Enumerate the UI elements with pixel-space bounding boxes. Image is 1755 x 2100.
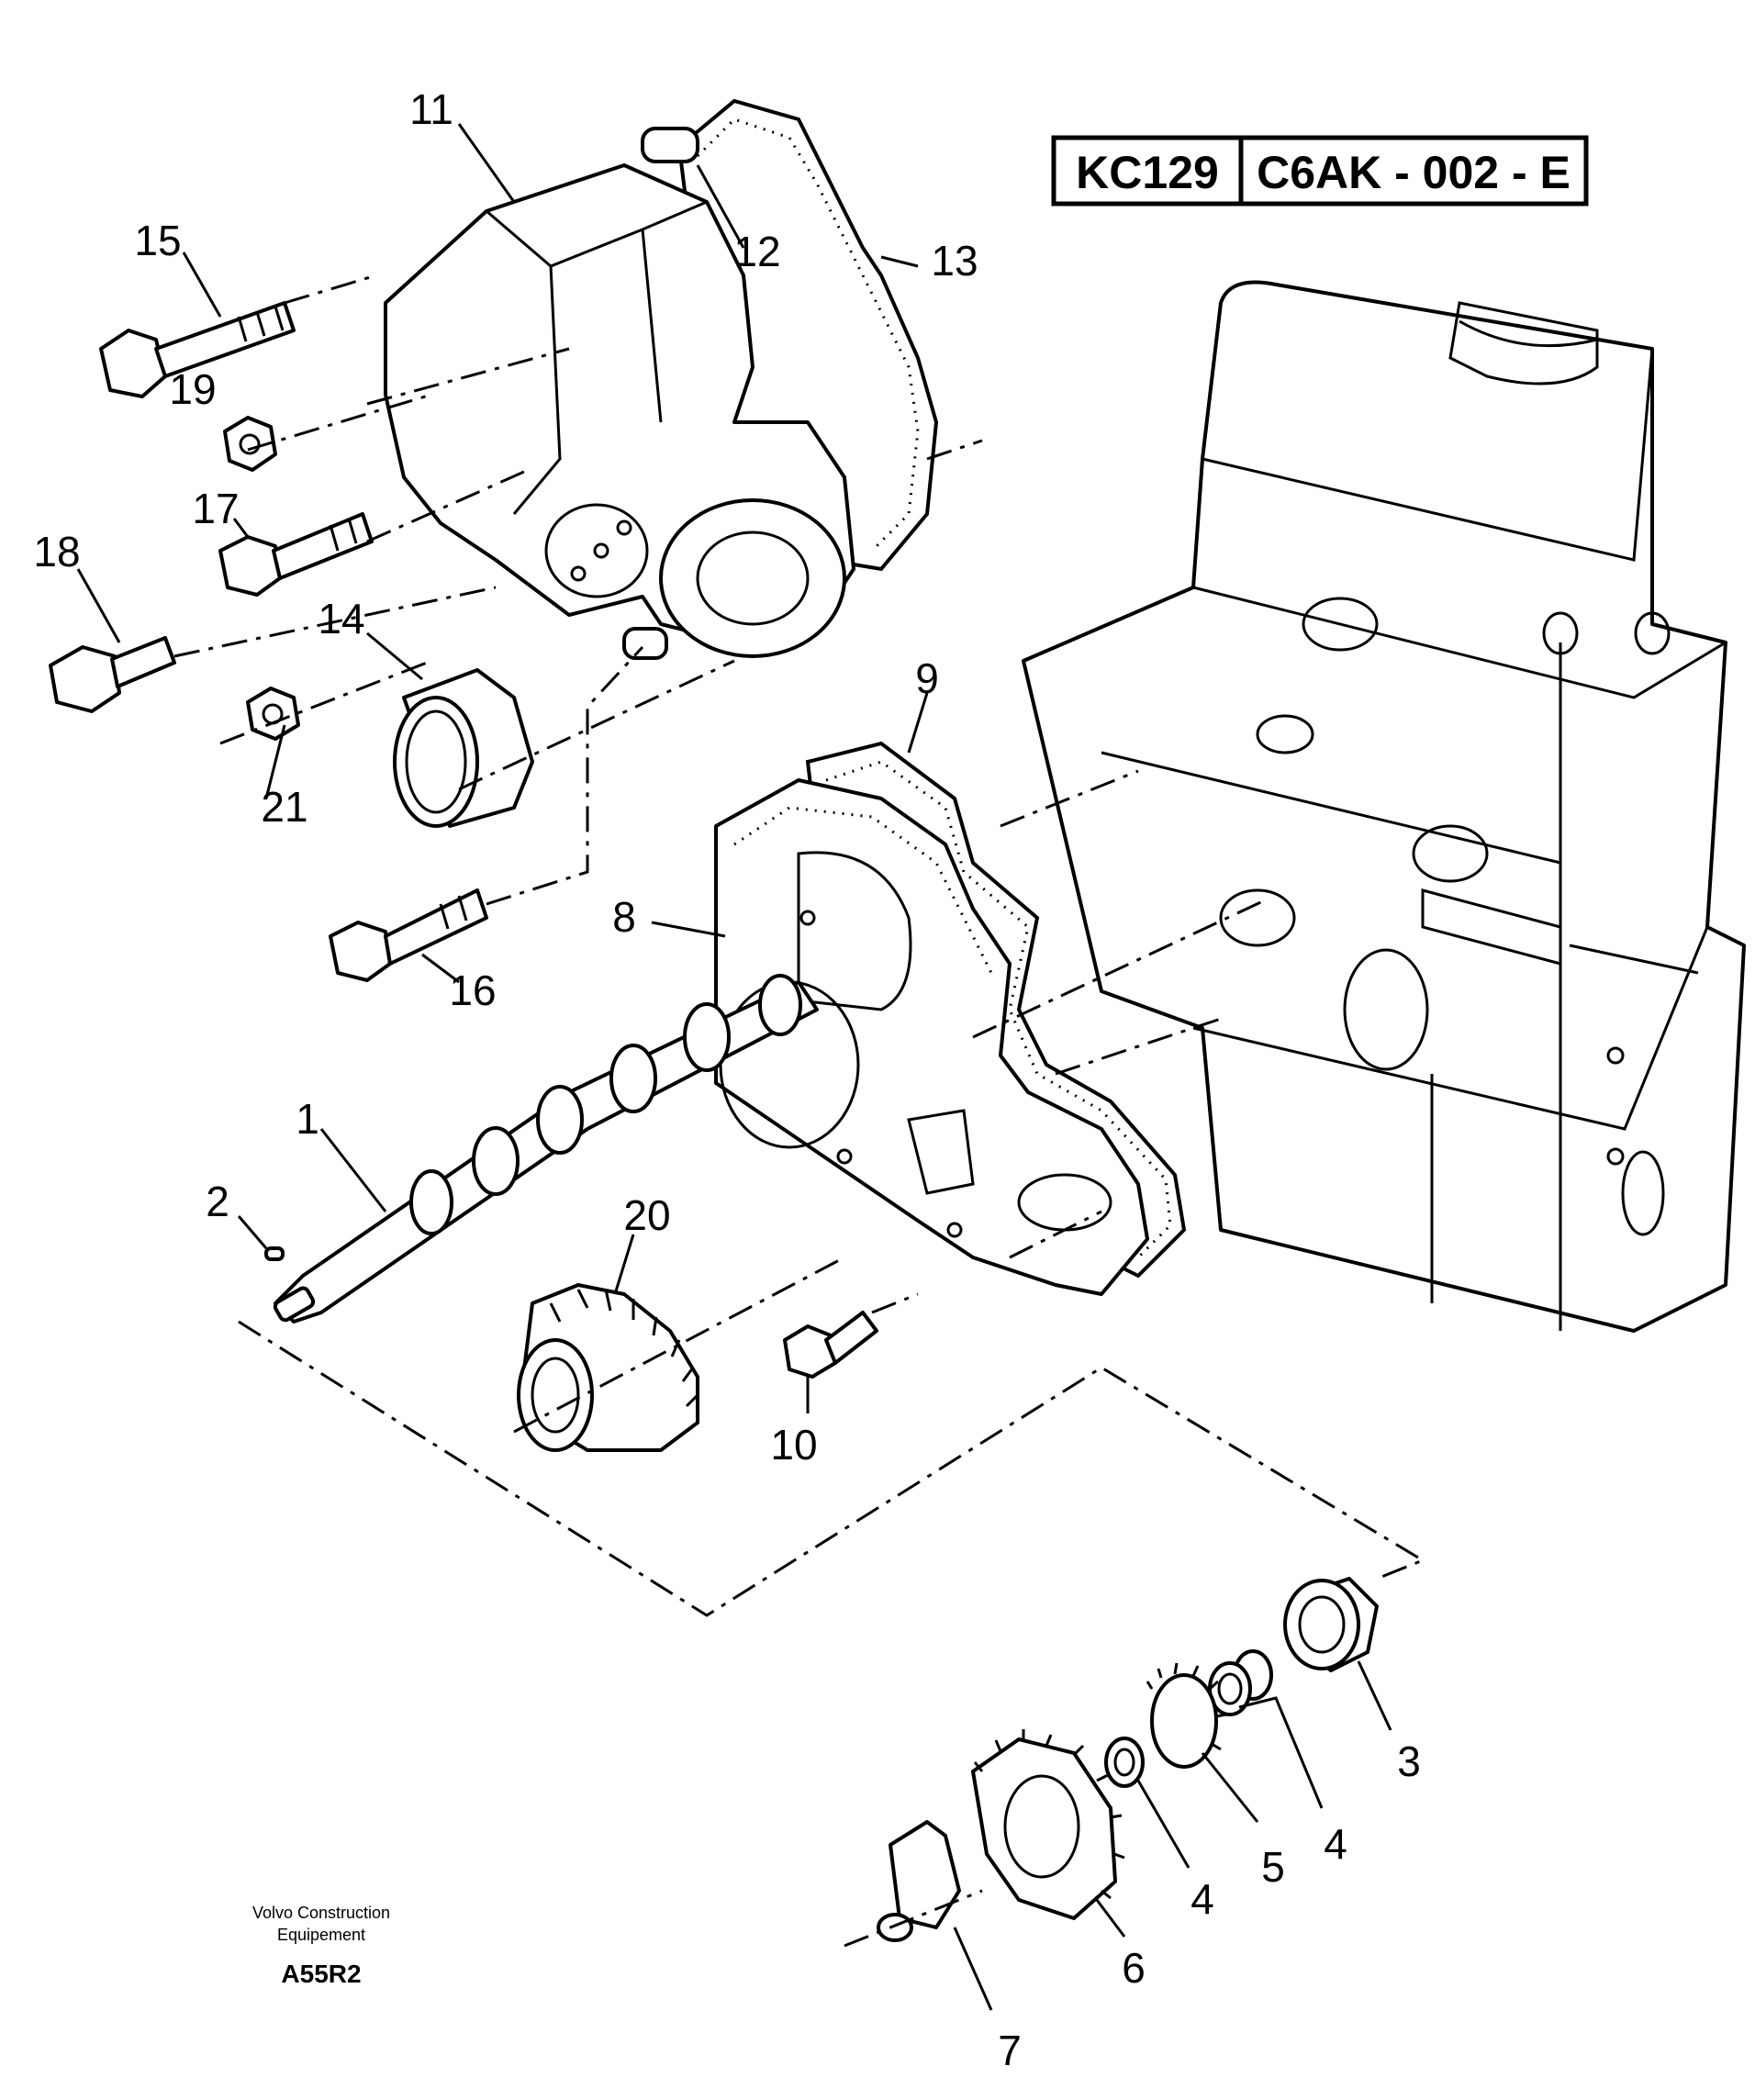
gear-20 (517, 1283, 699, 1452)
reference-code-c6ak: C6AK - 002 - E (1257, 147, 1571, 198)
callout-4b: 4 (1190, 1875, 1214, 1923)
callout-13: 13 (931, 237, 978, 285)
callout-12: 12 (733, 228, 780, 275)
callout-1: 1 (296, 1095, 319, 1143)
callout-4a: 4 (1324, 1820, 1347, 1868)
callout-2: 2 (206, 1178, 229, 1225)
callout-3: 3 (1397, 1737, 1421, 1785)
callout-16: 16 (449, 966, 496, 1014)
callout-5: 5 (1261, 1843, 1285, 1891)
drawing-code: A55R2 (281, 1960, 361, 1988)
publisher-line1: Volvo Construction (252, 1904, 390, 1922)
callout-9: 9 (915, 654, 939, 702)
bolt-10 (783, 1311, 878, 1379)
bolt-17 (218, 512, 374, 597)
bolt-16 (329, 888, 488, 982)
publisher-line2: Equipement (277, 1926, 365, 1944)
callout-10: 10 (770, 1421, 817, 1469)
callout-7: 7 (998, 2027, 1022, 2074)
callout-labels: 11 12 13 15 19 17 18 14 21 16 8 9 1 2 20… (33, 85, 1420, 2074)
leader-lines (76, 123, 1392, 2011)
sprocket-5 (1146, 1662, 1227, 1769)
cap-3 (1283, 1577, 1379, 1672)
washer-4-lower (1104, 1737, 1145, 1788)
engine-block (1022, 280, 1746, 1333)
nut-19 (223, 416, 277, 472)
callout-14: 14 (318, 595, 364, 642)
callout-19: 19 (169, 365, 216, 413)
callout-21: 21 (261, 783, 307, 831)
gear-6 (971, 1729, 1125, 1920)
nut-21 (246, 687, 300, 741)
callout-11: 11 (409, 85, 453, 133)
front-plate-and-gasket (714, 741, 1187, 1296)
bolt-15 (99, 301, 296, 398)
camshaft-1 (273, 974, 819, 1324)
callout-17: 17 (192, 485, 239, 532)
publisher-block: Volvo Construction Equipement A55R2 (252, 1904, 390, 1988)
callout-6: 6 (1122, 1944, 1146, 1992)
hub-7 (877, 1820, 961, 1942)
pump-housing-and-gasket (384, 98, 939, 660)
assembly-lines (173, 274, 1426, 1948)
callout-8: 8 (612, 893, 636, 941)
callout-15: 15 (134, 217, 181, 264)
callout-20: 20 (623, 1191, 670, 1239)
reference-code-kc: KC129 (1076, 147, 1219, 198)
washers-4 (1208, 1649, 1273, 1716)
reference-box: KC129 C6AK - 002 - E (1051, 135, 1589, 207)
callout-18: 18 (33, 528, 80, 575)
bolt-18 (49, 636, 176, 713)
pin-2 (264, 1246, 285, 1261)
bushing-14 (393, 668, 534, 828)
